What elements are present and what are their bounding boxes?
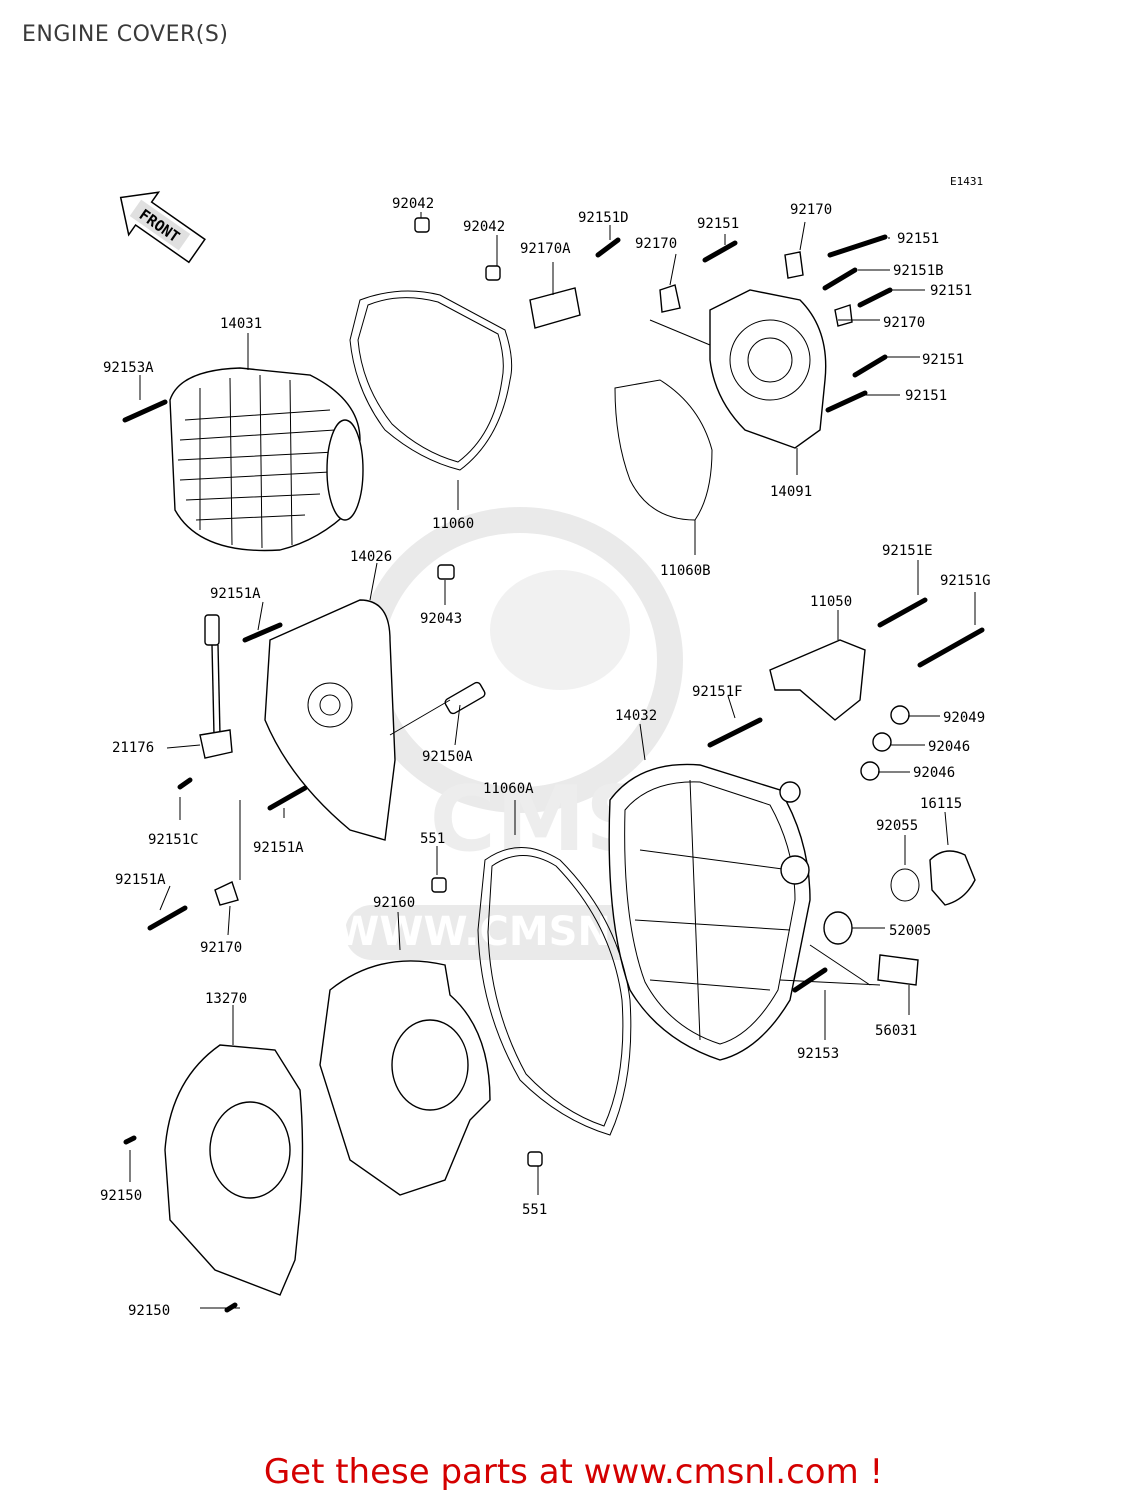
part-label-92170-c: 92170	[883, 315, 925, 331]
part-label-11060: 11060	[432, 516, 474, 532]
footer-banner[interactable]: Get these parts at www.cmsnl.com !	[263, 1452, 884, 1492]
part-label-92153A: 92153A	[103, 360, 154, 376]
part-label-56031: 56031	[875, 1023, 917, 1039]
label-56031	[877, 954, 919, 986]
dowel-551-a	[431, 877, 447, 893]
part-label-92151D: 92151D	[578, 210, 629, 226]
part-label-52005: 52005	[889, 923, 931, 939]
part-label-92151-d: 92151	[922, 352, 964, 368]
bolt-92151-e	[825, 390, 868, 413]
part-label-551-b: 551	[522, 1202, 547, 1218]
bolt-92151-c	[857, 287, 893, 308]
part-label-92042-a: 92042	[392, 196, 434, 212]
part-label-92049: 92049	[943, 710, 985, 726]
cover-14091	[709, 289, 827, 449]
part-label-14026: 14026	[350, 549, 392, 565]
gasket-11060	[349, 290, 513, 471]
cover-14026	[264, 599, 396, 841]
part-label-92151F: 92151F	[692, 684, 743, 700]
bolt-92151F	[707, 717, 763, 748]
bolt-92151-a	[702, 240, 738, 263]
clamp-92170-a	[659, 284, 681, 313]
bolt-92153	[792, 967, 828, 993]
clamp-92170-b	[784, 251, 804, 279]
seal-92046-b	[860, 761, 880, 781]
seal-92046-a	[872, 732, 892, 752]
part-label-92160: 92160	[373, 895, 415, 911]
part-label-92170A: 92170A	[520, 241, 571, 257]
generator-cover-14031	[169, 367, 364, 552]
part-label-92151A-b: 92151A	[253, 840, 304, 856]
clamp-92170-c	[834, 304, 853, 327]
part-label-92170-b: 92170	[790, 202, 832, 218]
bolt-92151E	[877, 597, 928, 628]
bolt-92151G	[917, 627, 985, 668]
part-label-92042-b: 92042	[463, 219, 505, 235]
part-label-14032: 14032	[615, 708, 657, 724]
bolt-92151D	[595, 237, 621, 258]
gasket-11060B	[614, 379, 713, 521]
part-label-92043: 92043	[420, 611, 462, 627]
part-label-92150-a: 92150	[100, 1188, 142, 1204]
bolt-92151B	[822, 267, 858, 291]
part-label-92151E: 92151E	[882, 543, 933, 559]
clamp-92170A	[529, 287, 581, 329]
bolt-92151-d	[852, 354, 888, 378]
bolt-92153A	[122, 399, 168, 423]
part-label-92170-d: 92170	[200, 940, 242, 956]
part-label-92153: 92153	[797, 1046, 839, 1062]
part-label-14091: 14091	[770, 484, 812, 500]
dowel-92043	[437, 564, 455, 580]
part-label-11060B: 11060B	[660, 563, 711, 579]
dowel-551-b	[527, 1151, 543, 1167]
part-label-92150-b: 92150	[128, 1303, 170, 1319]
part-label-21176: 21176	[112, 740, 154, 756]
bolt-92151-b	[827, 234, 888, 258]
cap-16115	[929, 850, 976, 906]
clutch-cover-14032	[608, 763, 811, 1061]
bolt-92151C	[177, 777, 193, 790]
plug-92049	[890, 705, 910, 725]
leader-lines	[129, 212, 976, 1309]
seal-52005	[823, 911, 853, 945]
part-label-92150A: 92150A	[422, 749, 473, 765]
bolt-92151A-b	[267, 785, 308, 811]
part-label-551-a: 551	[420, 831, 445, 847]
bolt-92151A-c	[147, 905, 188, 931]
dowel-92042-a	[414, 217, 430, 233]
part-label-92151B: 92151B	[893, 263, 944, 279]
part-label-92151-a: 92151	[697, 216, 739, 232]
diagram-code: E1431	[950, 175, 983, 188]
bolts	[122, 234, 985, 1313]
part-label-92151C: 92151C	[148, 832, 199, 848]
bolt-92150-a	[123, 1135, 137, 1145]
part-label-92151-b: 92151	[897, 231, 939, 247]
part-label-92046-b: 92046	[913, 765, 955, 781]
part-label-92151A-a: 92151A	[210, 586, 261, 602]
sensor-21176	[199, 614, 233, 759]
oring-92055	[890, 868, 920, 902]
bracket-11050	[769, 639, 866, 721]
part-label-11060A: 11060A	[483, 781, 534, 797]
part-label-13270: 13270	[205, 991, 247, 1007]
part-label-11050: 11050	[810, 594, 852, 610]
clamp-92170-d	[214, 881, 239, 906]
part-label-92151-e: 92151	[905, 388, 947, 404]
dowel-92042-b	[485, 265, 501, 281]
part-label-92170-a: 92170	[635, 236, 677, 252]
part-label-16115: 16115	[920, 796, 962, 812]
part-label-92151-c: 92151	[930, 283, 972, 299]
page-title: ENGINE COVER(S)	[22, 22, 229, 47]
part-label-14031: 14031	[220, 316, 262, 332]
front-arrow-icon: FRONT	[119, 191, 206, 264]
part-label-92046-a: 92046	[928, 739, 970, 755]
part-labels: 92042 92042 92151D 92170A 92170 92151 92170 921…	[100, 196, 991, 1319]
part-label-92055: 92055	[876, 818, 918, 834]
part-label-92151G: 92151G	[940, 573, 991, 589]
collar-92150A	[444, 681, 486, 715]
bolt-92151A-a	[242, 622, 283, 643]
gasket-11060A	[477, 847, 632, 1136]
part-label-92151A-c: 92151A	[115, 872, 166, 888]
